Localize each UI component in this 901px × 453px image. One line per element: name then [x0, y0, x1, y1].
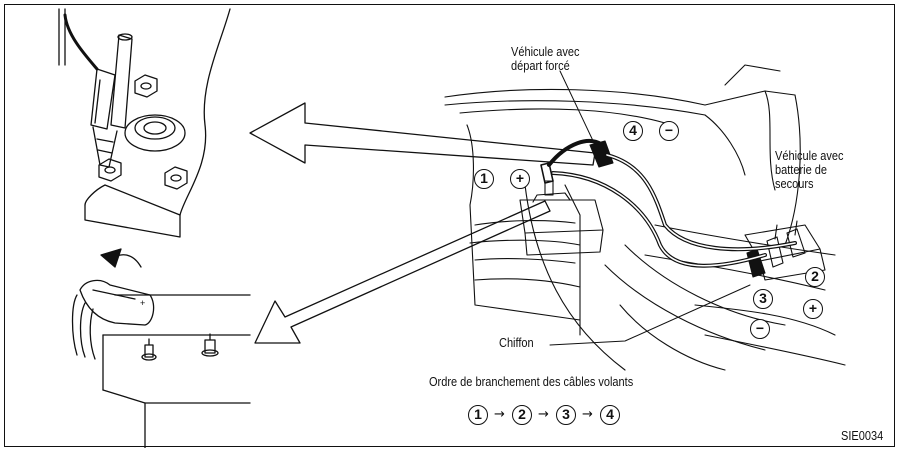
sequence-step-4: 4 [600, 405, 620, 425]
sequence-step-1: 1 [468, 405, 488, 425]
diagram-artwork: + [58, 8, 846, 448]
diagram-frame: + [4, 4, 895, 448]
label-rag: Chiffon [499, 336, 534, 350]
label-backup-battery-vehicle: Véhicule avec batterie de secours [775, 149, 844, 191]
connection-order-title: Ordre de branchement des câbles volants [429, 375, 634, 389]
svg-text:+: + [140, 298, 145, 308]
marker-3: 3 [753, 289, 773, 309]
marker-1: 1 [474, 169, 494, 189]
engine-bay [444, 64, 846, 371]
marker-minus-3: − [750, 319, 770, 339]
battery-inset: + [71, 248, 251, 448]
leader-lines [549, 70, 751, 346]
marker-plus-1: + [510, 169, 530, 189]
marker-minus-4: − [659, 121, 679, 141]
figure-code: SIE0034 [841, 429, 884, 443]
sequence-arrow-1: → [494, 407, 505, 422]
sequence-arrow-2: → [538, 407, 549, 422]
marker-4: 4 [623, 121, 643, 141]
sequence-step-2: 2 [512, 405, 532, 425]
sequence-arrow-3: → [582, 407, 593, 422]
marker-plus-2: + [803, 299, 823, 319]
marker-2: 2 [805, 267, 825, 287]
clamp-inset [58, 8, 231, 238]
hollow-arrows [249, 102, 596, 344]
sequence-step-3: 3 [556, 405, 576, 425]
label-forced-start-vehicle: Véhicule avec départ forcé [511, 45, 580, 73]
